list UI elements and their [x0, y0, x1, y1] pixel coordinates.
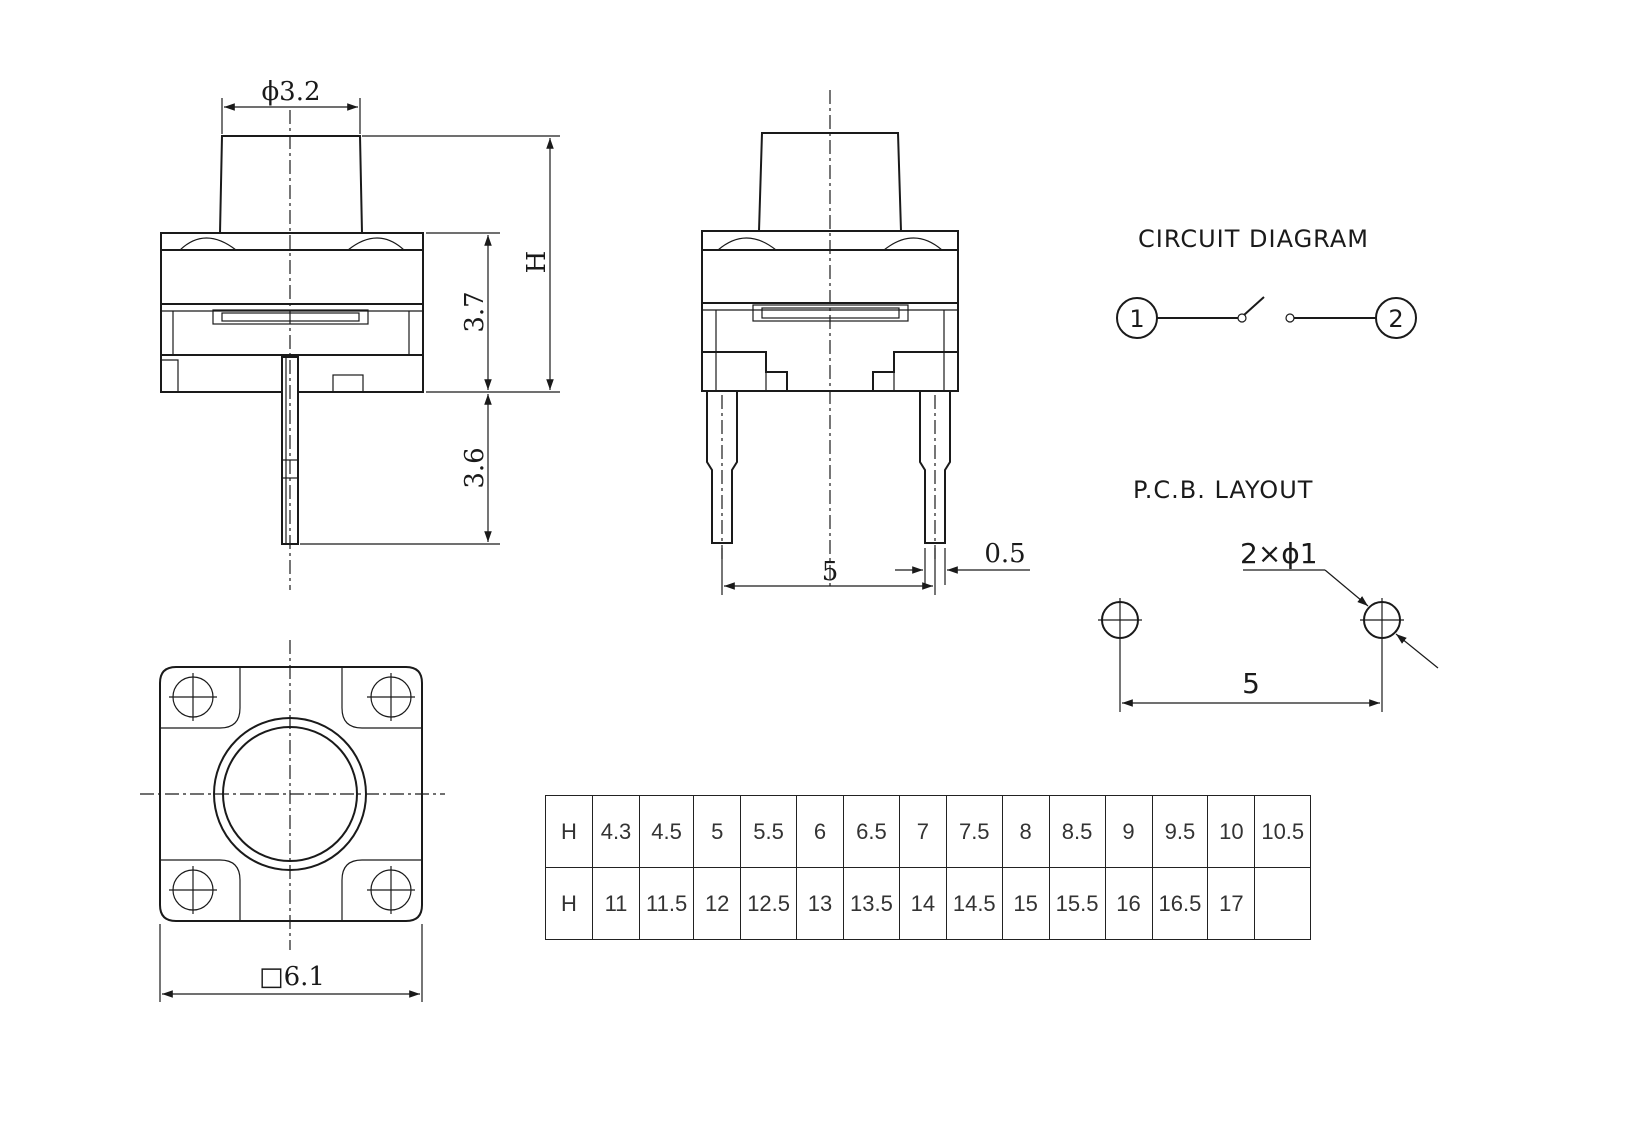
height-table: H 4.3 4.5 5 5.5 6 6.5 7 7.5 8 8.5 9 9.5 …: [545, 795, 1312, 940]
table-row: H 4.3 4.5 5 5.5 6 6.5 7 7.5 8 8.5 9 9.5 …: [545, 795, 1312, 868]
table-cell: 15: [1001, 867, 1050, 940]
body-square-label: □6.1: [259, 962, 325, 992]
table-cell: 16: [1104, 867, 1153, 940]
table-cell: 13: [796, 867, 845, 940]
table-cell: 5: [693, 795, 742, 868]
table-cell: 16.5: [1151, 867, 1209, 940]
table-cell: 7: [898, 795, 947, 868]
terminal-2-label: 2: [1388, 305, 1403, 333]
table-cell: 6: [796, 795, 845, 868]
table-row: H 11 11.5 12 12.5 13 13.5 14 14.5 15 15.…: [545, 867, 1312, 940]
table-cell: 9: [1104, 795, 1153, 868]
table-cell: 10.5: [1254, 795, 1312, 868]
table-cell: 14: [898, 867, 947, 940]
pcb-spacing-label: 5: [1242, 667, 1260, 700]
pcb-layout-title: P.C.B. LAYOUT: [1133, 476, 1313, 504]
table-cell: 12: [693, 867, 742, 940]
table-cell: 12.5: [740, 867, 798, 940]
stem-diameter-label: ϕ3.2: [261, 77, 320, 107]
total-height-label: H: [522, 251, 552, 274]
pcb-layout: P.C.B. LAYOUT 2×ϕ1 5: [1098, 476, 1439, 712]
table-cell: 4.3: [592, 795, 640, 868]
table-cell: 4.5: [638, 795, 695, 868]
table-cell: 11.5: [638, 867, 695, 940]
terminal-1-label: 1: [1129, 305, 1144, 333]
table-cell: 13.5: [843, 867, 900, 940]
table-cell: [1254, 867, 1312, 940]
table-cell: 6.5: [843, 795, 900, 868]
side-view: ϕ3.2 H 3.7 3.6: [160, 77, 560, 590]
front-view: 5 0.5: [701, 90, 1030, 595]
pin-thickness-label: 0.5: [984, 539, 1025, 569]
table-cell: 14.5: [945, 867, 1003, 940]
top-view: □6.1: [140, 640, 445, 1002]
body-height-label: 3.7: [460, 291, 490, 332]
table-cell: 9.5: [1151, 795, 1209, 868]
table-cell: 17: [1207, 867, 1256, 940]
circuit-diagram: CIRCUIT DIAGRAM 1 2: [1116, 225, 1417, 339]
table-cell: 5.5: [740, 795, 798, 868]
table-cell: H: [545, 795, 593, 868]
table-cell: 11: [592, 867, 640, 940]
table-cell: 7.5: [945, 795, 1003, 868]
pin-pitch-label: 5: [822, 557, 839, 587]
pin-length-label: 3.6: [460, 447, 490, 488]
circuit-diagram-title: CIRCUIT DIAGRAM: [1138, 225, 1369, 253]
table-cell: 8.5: [1048, 795, 1106, 868]
table-cell: H: [545, 867, 593, 940]
table-cell: 10: [1207, 795, 1256, 868]
hole-callout-label: 2×ϕ1: [1240, 537, 1318, 570]
table-cell: 8: [1001, 795, 1050, 868]
table-cell: 15.5: [1048, 867, 1106, 940]
